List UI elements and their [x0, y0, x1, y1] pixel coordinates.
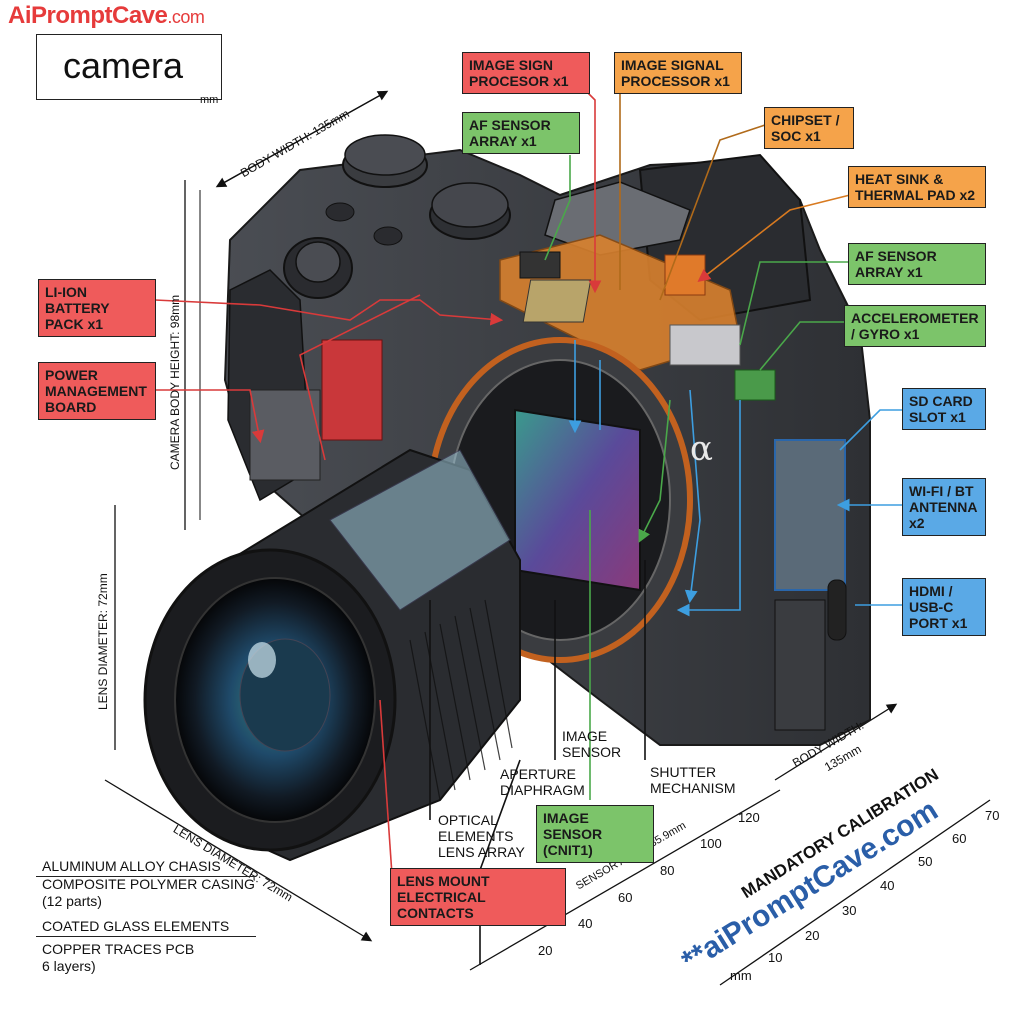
- svg-text:mm: mm: [730, 968, 752, 983]
- svg-text:20: 20: [805, 928, 819, 943]
- svg-text:10: 10: [768, 950, 782, 965]
- camera-body: [143, 134, 871, 862]
- dim-lens-vertical: LENS DIAMETER: 72mm: [96, 573, 110, 710]
- svg-text:40: 40: [880, 878, 894, 893]
- callout-lens-mount: LENS MOUNT ELECTRICAL CONTACTS: [390, 868, 566, 926]
- callout-hdmi-usb: HDMI / USB-C PORT x1: [902, 578, 986, 636]
- callout-heat-sink: HEAT SINK & THERMAL PAD x2: [848, 166, 986, 208]
- callout-power-mgmt: POWER MANAGEMENT BOARD: [38, 362, 156, 420]
- material-copper: COPPER TRACES PCB: [42, 941, 195, 957]
- material-copper-layers: 6 layers): [42, 958, 96, 974]
- legend-divider-2: [36, 936, 256, 937]
- ruler-ticks: 20 40 60 80 100 120 mm 10 20 30 40 50 60…: [538, 808, 999, 983]
- title-unit: mm: [200, 94, 219, 106]
- label-shutter: SHUTTER MECHANISM: [650, 764, 736, 796]
- page-title: camera: [63, 45, 184, 86]
- svg-text:100: 100: [700, 836, 722, 851]
- legend-divider-1: [36, 876, 256, 877]
- label-image-sensor: IMAGE SENSOR: [562, 728, 622, 760]
- material-composite: COMPOSITE POLYMER CASING: [42, 876, 255, 892]
- svg-text:120: 120: [738, 810, 760, 825]
- dim-body-height: CAMERA BODY HEIGHT: 98mm: [168, 294, 182, 470]
- callout-accelerometer: ACCELEROMETER / GYRO x1: [844, 305, 986, 347]
- svg-text:40: 40: [578, 916, 592, 931]
- title-box: camera: [36, 34, 222, 100]
- callout-chipset-soc: CHIPSET / SOC x1: [764, 107, 854, 149]
- material-glass: COATED GLASS ELEMENTS: [42, 918, 230, 934]
- callout-li-ion: LI-ION BATTERY PACK x1: [38, 279, 156, 337]
- label-optical: OPTICAL ELEMENTS LENS ARRAY: [438, 812, 525, 860]
- brand-logo: AiPromptCave.com: [8, 2, 205, 29]
- svg-text:60: 60: [618, 890, 632, 905]
- alpha-logo: α: [690, 429, 713, 469]
- svg-text:60: 60: [952, 831, 966, 846]
- dimension-lines: [104, 90, 898, 942]
- callout-image-sign-processor: IMAGE SIGN PROCESOR x1: [462, 52, 590, 94]
- svg-text:80: 80: [660, 863, 674, 878]
- svg-text:50: 50: [918, 854, 932, 869]
- callout-wifi-bt: WI-FI / BT ANTENNA x2: [902, 478, 986, 536]
- svg-text:70: 70: [985, 808, 999, 823]
- callout-image-signal-processor: IMAGE SIGNAL PROCESSOR x1: [614, 52, 742, 94]
- svg-text:20: 20: [538, 943, 552, 958]
- callout-image-sensor: IMAGE SENSOR (CNIT1): [536, 805, 654, 863]
- svg-text:30: 30: [842, 903, 856, 918]
- callout-af-sensor-right: AF SENSOR ARRAY x1: [848, 243, 986, 285]
- sensor-ruler: [469, 789, 991, 986]
- label-aperture: APERTURE DIAPHRAGM: [500, 766, 585, 798]
- material-aluminum: ALUMINUM ALLOY CHASIS: [42, 858, 221, 874]
- callout-sd-card: SD CARD SLOT x1: [902, 388, 986, 430]
- callout-af-sensor-top: AF SENSOR ARRAY x1: [462, 112, 580, 154]
- material-composite-parts: (12 parts): [42, 893, 102, 909]
